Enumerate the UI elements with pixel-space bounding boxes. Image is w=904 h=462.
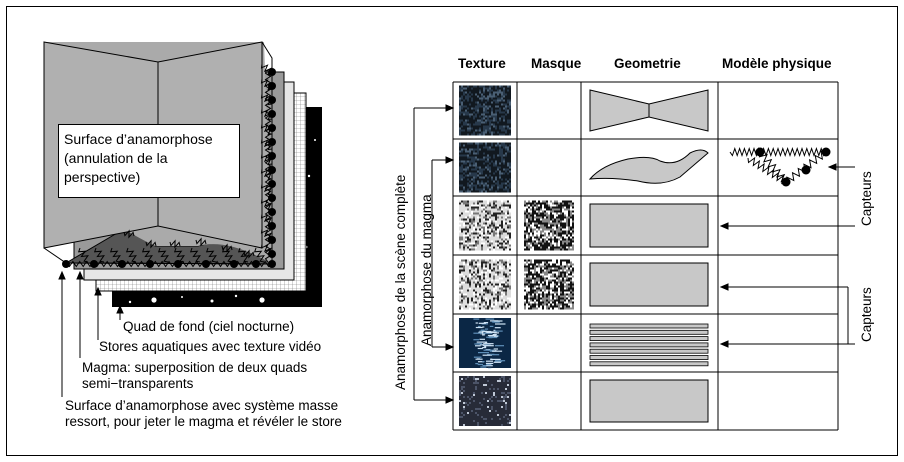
mass-point bbox=[268, 96, 276, 104]
caption-magma: semi−transparents bbox=[82, 376, 194, 391]
mass-point bbox=[202, 260, 210, 268]
caption-pointers bbox=[58, 270, 124, 397]
table-cells bbox=[459, 85, 831, 426]
caption-anamorphosis: Surface d’anamorphose avec système masse bbox=[65, 398, 339, 413]
mass-point bbox=[268, 138, 276, 146]
mass-point bbox=[755, 147, 765, 157]
spring bbox=[243, 249, 255, 259]
mass-point bbox=[801, 165, 811, 175]
geometry-stripe bbox=[589, 361, 709, 367]
mass-point bbox=[252, 260, 260, 268]
spring bbox=[205, 247, 217, 263]
geometry-stripe bbox=[589, 342, 709, 348]
figure-frame bbox=[6, 6, 898, 456]
mass-point bbox=[781, 177, 791, 187]
spring bbox=[260, 138, 273, 151]
mass-point bbox=[268, 250, 276, 258]
mask-thumbnail bbox=[524, 200, 574, 251]
header-texture: Texture bbox=[458, 56, 506, 71]
texture-thumbnail bbox=[459, 142, 511, 193]
mass-point bbox=[268, 260, 276, 268]
mask-thumbnail bbox=[524, 259, 574, 310]
spring bbox=[145, 239, 157, 249]
mass-point bbox=[268, 236, 276, 244]
mass-point bbox=[90, 260, 98, 268]
mass-point bbox=[268, 222, 276, 230]
mass-point bbox=[62, 260, 70, 268]
label-sensors: Capteurs bbox=[859, 287, 874, 342]
header-mask: Masque bbox=[531, 56, 582, 71]
spring bbox=[109, 247, 121, 263]
texture-thumbnail bbox=[459, 200, 511, 251]
spring bbox=[125, 247, 137, 263]
mass-point bbox=[146, 260, 154, 268]
sensor-arrows bbox=[719, 163, 855, 348]
spring bbox=[260, 183, 273, 196]
mass-point bbox=[268, 208, 276, 216]
spring bbox=[77, 247, 89, 263]
mass-point bbox=[268, 194, 276, 202]
geometry-stripe bbox=[589, 336, 709, 342]
geometry-stripe bbox=[589, 323, 709, 329]
spring bbox=[260, 93, 273, 106]
spring bbox=[169, 239, 181, 249]
mass-point bbox=[268, 124, 276, 132]
caption-anamorphosis: ressort, pour jeter le magma et révéler … bbox=[65, 414, 342, 429]
table-grid bbox=[452, 81, 839, 431]
mass-point bbox=[174, 260, 182, 268]
geometry-magma-blob bbox=[588, 149, 709, 184]
geometry-quad bbox=[589, 203, 709, 248]
geometry-quad bbox=[589, 379, 709, 423]
spring bbox=[253, 247, 265, 263]
label-scene-anamorphosis: Anamorphose de la scène complète bbox=[393, 174, 408, 390]
spring bbox=[221, 243, 233, 253]
magma-bracket bbox=[431, 156, 455, 351]
mass-point bbox=[268, 152, 276, 160]
texture-thumbnail bbox=[459, 259, 511, 310]
mass-point bbox=[268, 180, 276, 188]
spring bbox=[260, 168, 273, 181]
label-magma-anamorphosis: Anamorphose du magma bbox=[419, 194, 434, 346]
caption-magma: Magma: superposition de deux quads bbox=[82, 360, 308, 375]
texture-thumbnail bbox=[459, 318, 511, 370]
caption-night-sky: Quad de fond (ciel nocturne) bbox=[123, 319, 295, 334]
surface-label-box: Surface d’anamorphose (annulation de la … bbox=[58, 124, 240, 198]
geometry-stripe bbox=[589, 329, 709, 335]
surface-label-line: Surface d’anamorphose bbox=[64, 131, 213, 147]
scene-bracket bbox=[413, 104, 455, 404]
mass-point bbox=[118, 260, 126, 268]
texture-thumbnail bbox=[459, 85, 511, 136]
spring bbox=[123, 229, 135, 239]
mass-point bbox=[268, 110, 276, 118]
mass-point bbox=[821, 147, 831, 157]
mass-point bbox=[268, 68, 276, 76]
surface-label-line: perspective) bbox=[64, 169, 141, 185]
header-physics: Modèle physique bbox=[722, 56, 832, 71]
spring bbox=[195, 237, 207, 247]
geometry-quad bbox=[589, 262, 709, 307]
mass-point bbox=[268, 82, 276, 90]
caption-aquatic-blinds: Stores aquatiques avec texture vidéo bbox=[99, 339, 322, 354]
label-sensors: Capteurs bbox=[859, 171, 874, 226]
spring bbox=[157, 247, 169, 263]
header-geometry: Geometrie bbox=[614, 56, 681, 71]
spring bbox=[221, 247, 233, 263]
physics-spring-mass bbox=[729, 146, 831, 187]
surface-label-line: (annulation de la bbox=[64, 150, 168, 166]
spring bbox=[65, 260, 273, 268]
geometry-stripe bbox=[589, 355, 709, 360]
geometry-stripe bbox=[589, 348, 709, 354]
mass-point bbox=[230, 260, 238, 268]
mass-points bbox=[62, 68, 276, 268]
spring bbox=[260, 123, 273, 136]
texture-thumbnail bbox=[459, 376, 511, 426]
mass-point bbox=[268, 166, 276, 174]
